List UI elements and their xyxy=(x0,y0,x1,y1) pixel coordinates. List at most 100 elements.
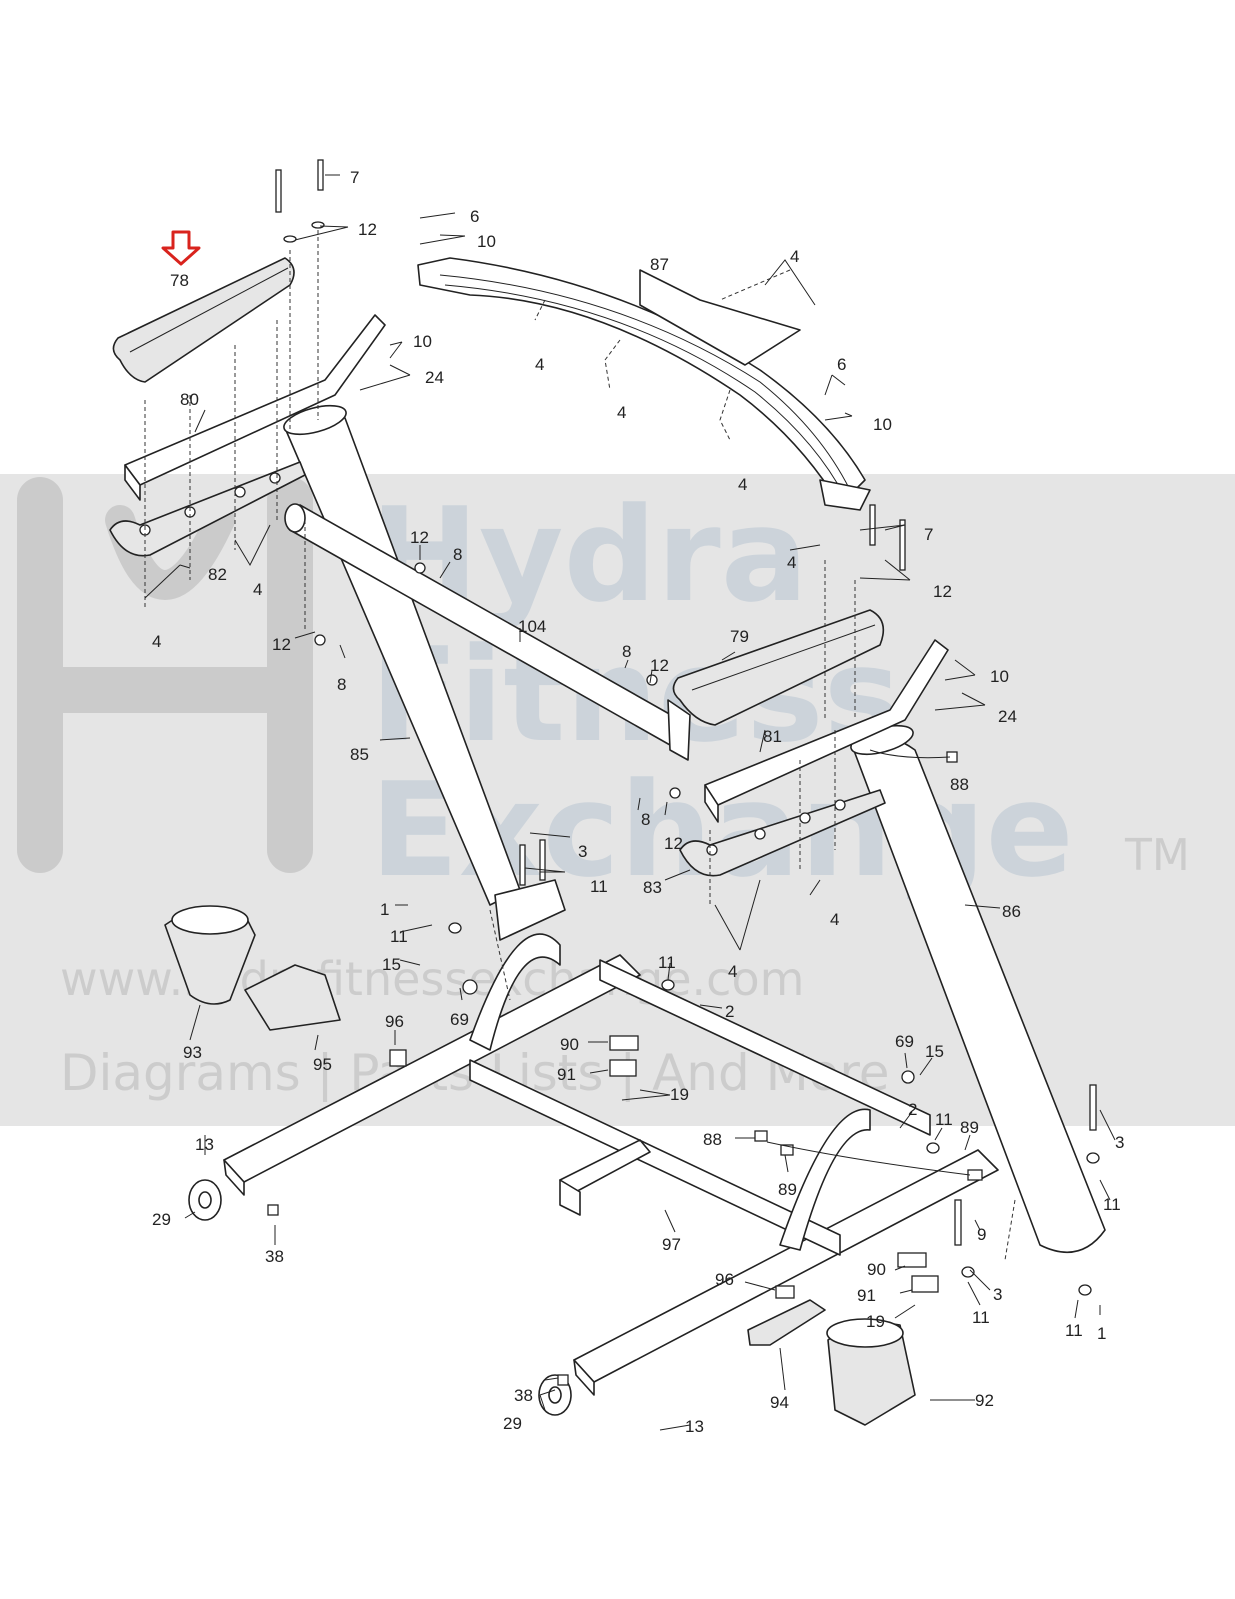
callout: 12 xyxy=(358,220,377,239)
callout: 11 xyxy=(1103,1195,1121,1214)
callout: 4 xyxy=(152,632,161,651)
callout: 85 xyxy=(350,745,369,764)
cover-94 xyxy=(747,1299,826,1346)
callout: 94 xyxy=(770,1393,789,1412)
callout: 83 xyxy=(643,878,662,897)
callout: 96 xyxy=(715,1270,734,1289)
callout: 93 xyxy=(183,1043,202,1062)
callout: 69 xyxy=(895,1032,914,1051)
callout: 80 xyxy=(180,390,199,409)
callout: 19 xyxy=(670,1085,689,1104)
callout: 97 xyxy=(662,1235,681,1254)
callout: 91 xyxy=(557,1065,576,1084)
callout: 1 xyxy=(1097,1324,1106,1343)
callout: 11 xyxy=(390,927,408,946)
callout: 12 xyxy=(650,656,669,675)
callout: 104 xyxy=(518,617,546,636)
cover-93 xyxy=(164,905,256,1005)
callout: 15 xyxy=(925,1042,944,1061)
callout: 3 xyxy=(1115,1133,1124,1152)
callout: 1 xyxy=(380,900,389,919)
wheel-29-left xyxy=(188,1179,222,1221)
callout: 13 xyxy=(195,1135,214,1154)
callout: 4 xyxy=(787,553,796,572)
callout: 8 xyxy=(641,810,650,829)
callout-labels: 7 12 78 6 10 87 4 10 24 4 80 4 6 10 4 12… xyxy=(152,168,1124,1436)
cover-92 xyxy=(826,1318,916,1426)
highlight-arrow-icon xyxy=(161,230,201,266)
foot-tray-83 xyxy=(679,789,886,877)
callout: 2 xyxy=(908,1100,917,1119)
watermark-tm: TM xyxy=(1124,830,1190,881)
hardware xyxy=(267,159,1100,1386)
callout: 7 xyxy=(350,168,359,187)
leader-lines xyxy=(144,174,1116,1431)
callout: 10 xyxy=(990,667,1009,686)
callout-highlighted: 78 xyxy=(170,271,189,290)
callout: 6 xyxy=(837,355,846,374)
bracket-80 xyxy=(124,314,386,501)
callout: 4 xyxy=(790,247,799,266)
callout: 88 xyxy=(703,1130,722,1149)
foot-tray-82 xyxy=(109,461,306,557)
bracket-81 xyxy=(704,639,949,823)
callout: 87 xyxy=(650,255,669,274)
callout: 81 xyxy=(763,727,782,746)
callout: 89 xyxy=(778,1180,797,1199)
callout: 29 xyxy=(503,1414,522,1433)
callout: 38 xyxy=(265,1247,284,1266)
callout: 12 xyxy=(664,834,683,853)
callout: 82 xyxy=(208,565,227,584)
cover-95 xyxy=(244,964,341,1031)
callout: 12 xyxy=(272,635,291,654)
callout: 10 xyxy=(413,332,432,351)
callout: 88 xyxy=(950,775,969,794)
callout: 10 xyxy=(873,415,892,434)
callout: 95 xyxy=(313,1055,332,1074)
callout: 4 xyxy=(617,403,626,422)
callout: 13 xyxy=(685,1417,704,1436)
callout: 29 xyxy=(152,1210,171,1229)
watermark-url: www.hydrafitnessexchange.com xyxy=(60,952,804,1006)
callout: 90 xyxy=(560,1035,579,1054)
watermark: Hydra Fitness Exchange TM www.hydrafitne… xyxy=(0,474,1235,1126)
callout: 4 xyxy=(728,962,737,981)
callout: 96 xyxy=(385,1012,404,1031)
handle-cover-78 xyxy=(112,257,295,383)
callout: 89 xyxy=(960,1118,979,1137)
callout: 10 xyxy=(477,232,496,251)
callout: 4 xyxy=(253,580,262,599)
callout: 11 xyxy=(1065,1321,1083,1340)
pivot-bracket xyxy=(494,879,566,941)
callout: 24 xyxy=(998,707,1017,726)
callout: 2 xyxy=(725,1002,734,1021)
callout: 8 xyxy=(453,545,462,564)
callout: 3 xyxy=(993,1285,1002,1304)
handle-cover-79 xyxy=(672,609,885,726)
callout: 24 xyxy=(425,368,444,387)
callout: 38 xyxy=(514,1386,533,1405)
callout: 79 xyxy=(730,627,749,646)
callout: 3 xyxy=(578,842,587,861)
console-bar-87 xyxy=(417,257,871,511)
callout: 90 xyxy=(867,1260,886,1279)
callout: 4 xyxy=(535,355,544,374)
callout: 11 xyxy=(590,877,608,896)
callout: 69 xyxy=(450,1010,469,1029)
callout: 8 xyxy=(337,675,346,694)
base-frame-97 xyxy=(223,933,999,1396)
callout: 15 xyxy=(382,955,401,974)
callout: 19 xyxy=(866,1312,885,1331)
callout: 12 xyxy=(410,528,429,547)
callout: 6 xyxy=(470,207,479,226)
callout: 11 xyxy=(935,1110,953,1129)
crossbar-104 xyxy=(284,503,691,761)
callout: 4 xyxy=(738,475,747,494)
callout: 12 xyxy=(933,582,952,601)
callout: 86 xyxy=(1002,902,1021,921)
callout: 7 xyxy=(924,525,933,544)
callout: 9 xyxy=(977,1225,986,1244)
callout: 91 xyxy=(857,1286,876,1305)
callout: 8 xyxy=(622,642,631,661)
